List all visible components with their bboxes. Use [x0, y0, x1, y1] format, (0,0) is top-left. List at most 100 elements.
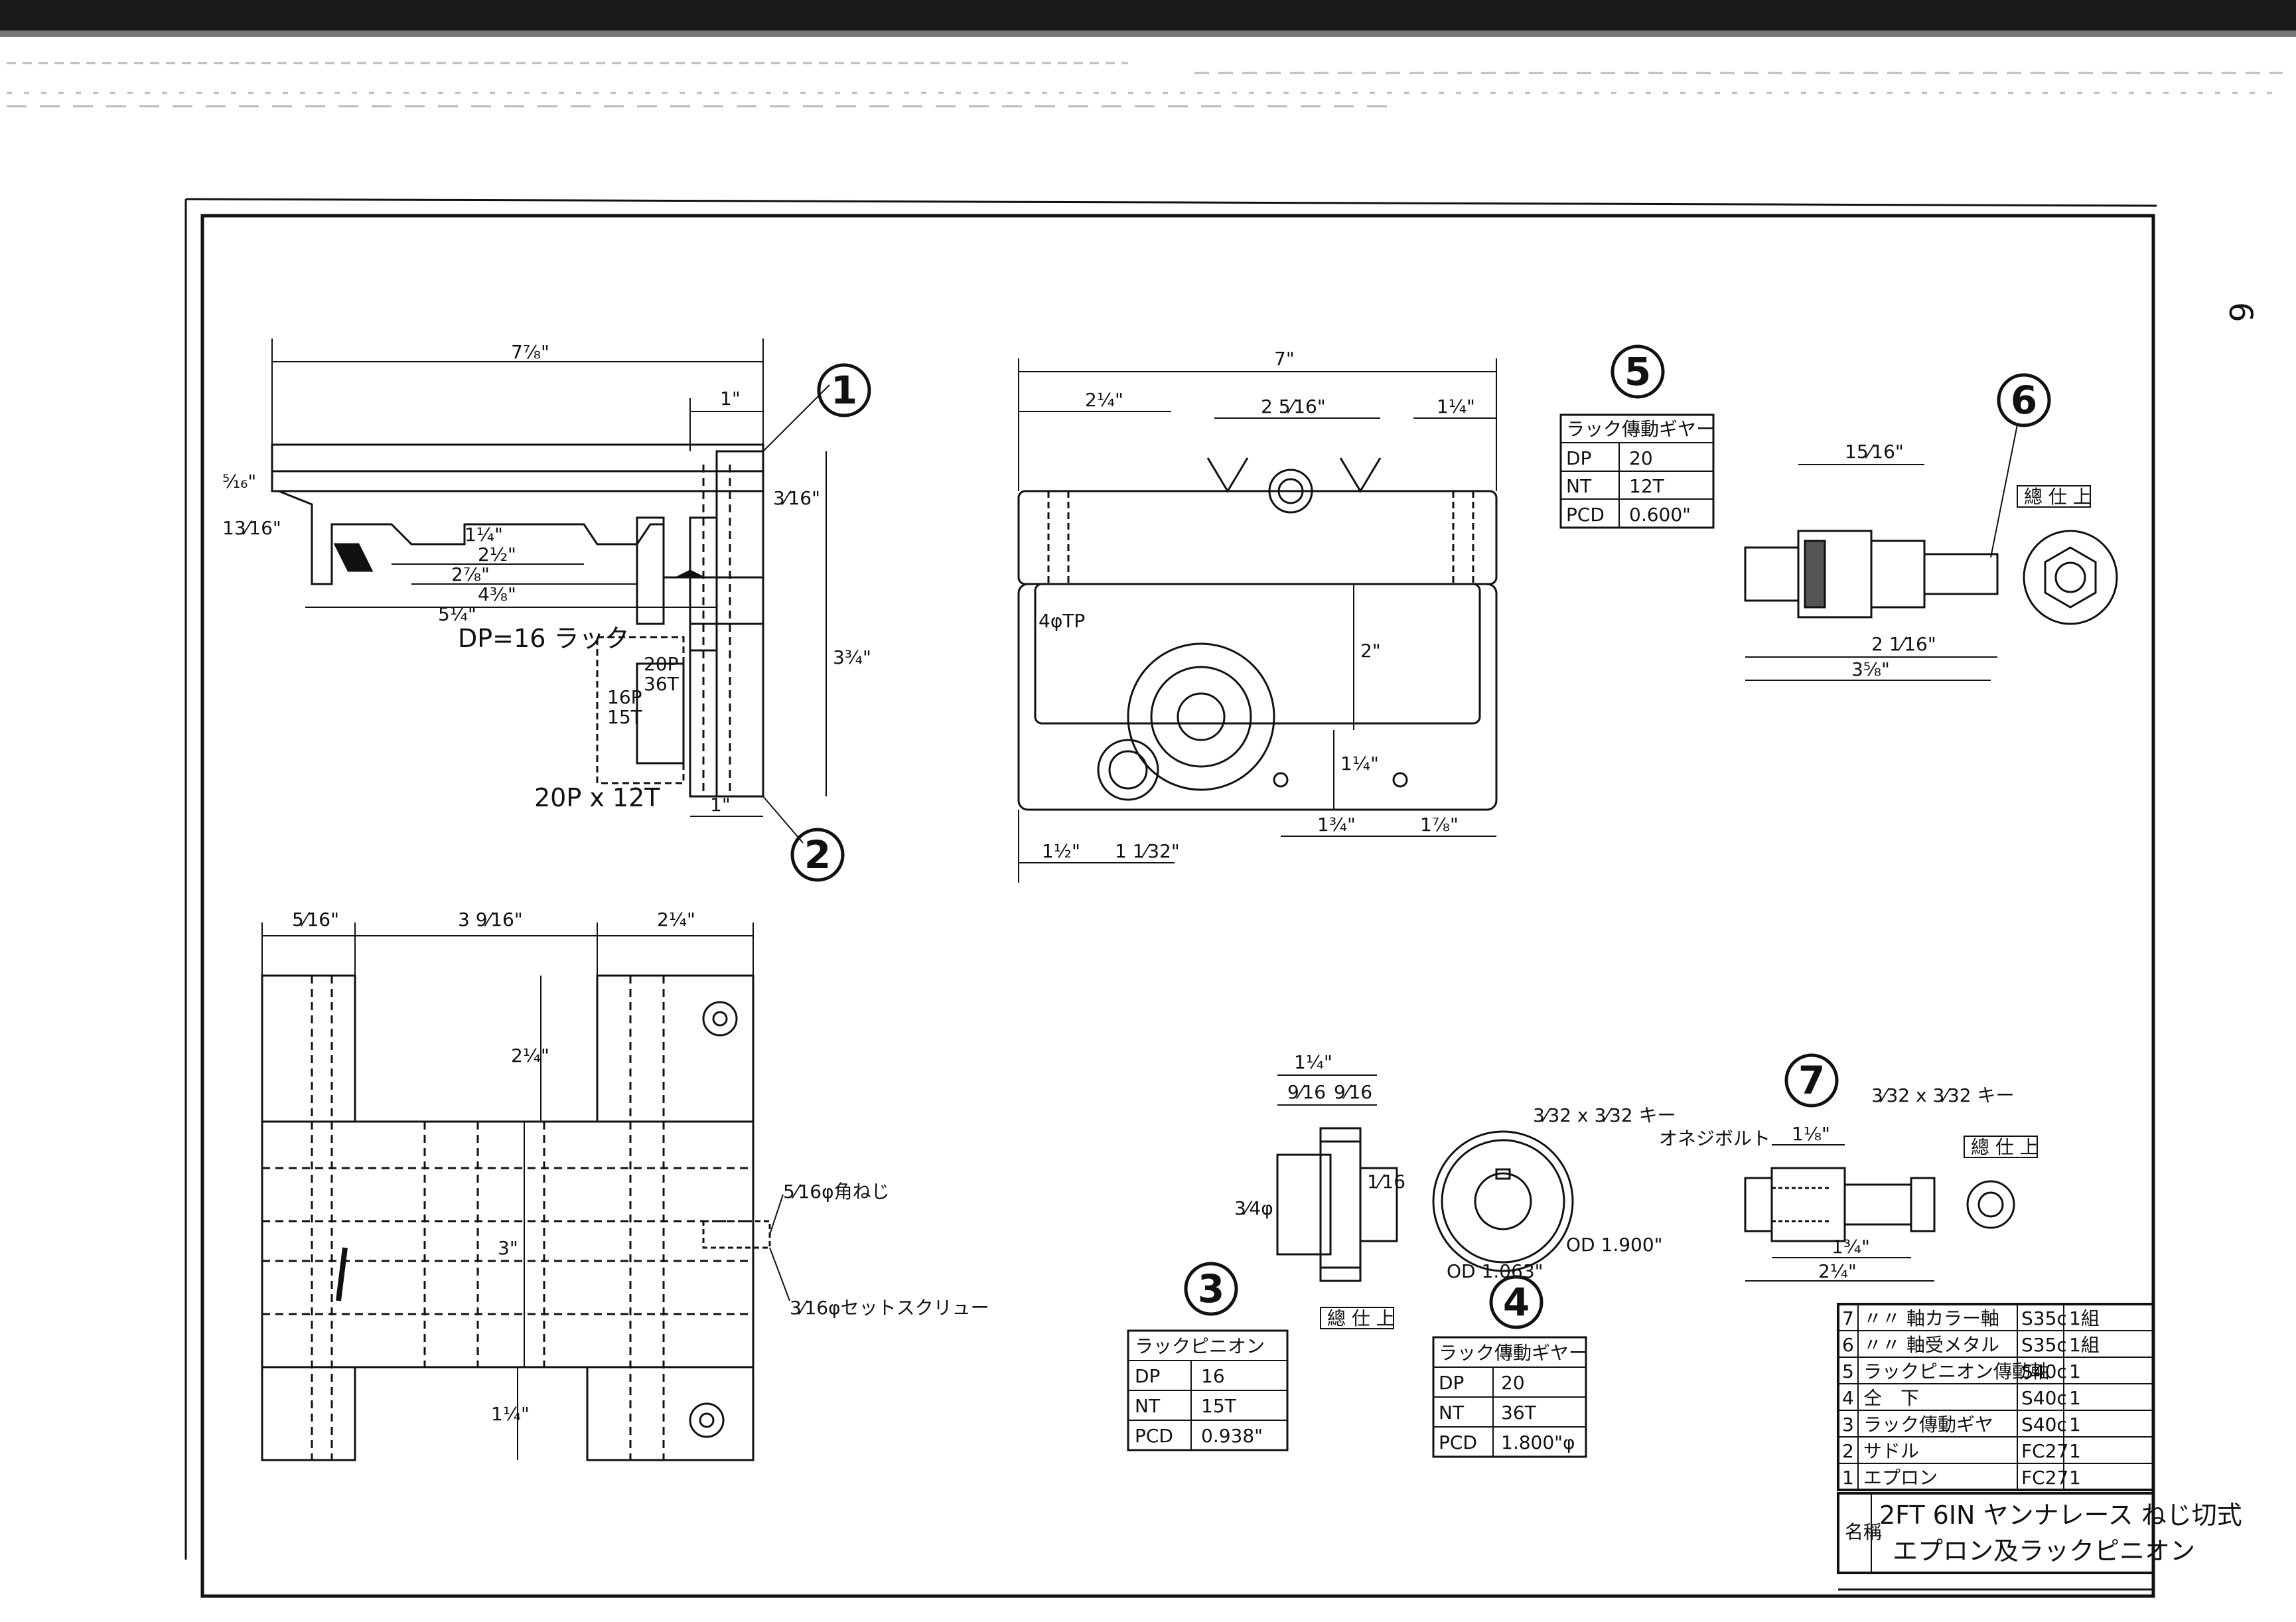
svg-text:1: 1 — [2069, 1440, 2081, 1462]
callout-2: 2 — [790, 828, 845, 882]
callout-6: 6 — [1990, 373, 2051, 558]
p1-16p: 16P — [607, 686, 642, 708]
part1-dimension-lines — [271, 338, 830, 844]
base-d: 2¼" — [511, 1045, 549, 1067]
page-number: 6 — [2222, 302, 2259, 323]
part3-pinion-view — [1276, 1127, 1398, 1282]
p7-key: 3⁄32 x 3⁄32 キー — [1871, 1084, 2015, 1106]
finish-mark-3: 總 仕 上 — [1320, 1307, 1395, 1329]
p2-x4: 1⅞" — [1420, 814, 1459, 836]
base-plan-view — [261, 974, 771, 1461]
p2-b: 2 5⁄16" — [1261, 396, 1326, 417]
svg-text:36T: 36T — [1501, 1402, 1537, 1424]
svg-text:PCD: PCD — [1566, 504, 1605, 526]
parts-list — [1837, 1303, 2155, 1491]
p2-x3: 1¾" — [1317, 814, 1356, 836]
parts-list-rows: 7 〃〃 軸カラー軸 S35c 1組 6 〃〃 軸受メタル S35c 1組 5 … — [1842, 1307, 2100, 1489]
p2-a: 2¼" — [1085, 389, 1123, 411]
p1-rack-label: DP=16 ラック — [458, 624, 629, 653]
p2-x2: 1 1⁄32" — [1115, 840, 1180, 862]
part2-dimension-lines — [1018, 358, 1497, 883]
p5-c: 3⅝" — [1851, 658, 1890, 680]
p4-key: 3⁄32 x 3⁄32 キー — [1533, 1104, 1676, 1126]
part2-saddle-view — [1017, 457, 1498, 811]
p3-dia: 3⁄4φ — [1234, 1197, 1273, 1219]
svg-text:1: 1 — [2069, 1361, 2081, 1382]
p1-15t: 15T — [607, 706, 643, 728]
svg-text:1: 1 — [831, 368, 857, 413]
gear-table-4: ラック傳動ギヤー DP 20 NT 36T PCD 1.800"φ — [1432, 1336, 1587, 1458]
svg-text:ラック傳動ギヤ: ラック傳動ギヤ — [1863, 1414, 1993, 1436]
svg-text:12T: 12T — [1629, 475, 1665, 497]
p1-f: 3⁄16" — [773, 487, 820, 509]
p1-h1: ⁵⁄₁₆" — [222, 471, 256, 492]
part5-dimension-lines — [1745, 464, 1997, 681]
p1-c: 2⅞" — [451, 563, 490, 585]
base-e: 3" — [498, 1237, 518, 1259]
p2-w: 1¼" — [1340, 753, 1379, 774]
base-dimension-lines — [261, 922, 790, 1460]
svg-text:S40c: S40c — [2021, 1387, 2067, 1409]
svg-text:DP: DP — [1439, 1372, 1464, 1394]
svg-text:6: 6 — [2011, 378, 2037, 423]
callout-7: 7 — [1784, 1053, 1839, 1108]
p7-b: 1¾" — [1831, 1236, 1870, 1258]
p3-ref: 1⁄16 — [1367, 1171, 1405, 1193]
svg-text:總 仕 上: 總 仕 上 — [1327, 1307, 1395, 1329]
svg-text:ラック傳動ギヤー: ラック傳動ギヤー — [1566, 418, 1715, 440]
base-a: 5⁄16" — [292, 909, 339, 930]
svg-text:FC27: FC27 — [2021, 1440, 2068, 1462]
base-f: 1¼" — [491, 1403, 530, 1425]
svg-text:NT: NT — [1135, 1395, 1161, 1417]
callout-5: 5 — [1611, 344, 1665, 399]
svg-text:サドル: サドル — [1863, 1440, 1919, 1462]
p1-d: 4⅜" — [478, 583, 516, 605]
svg-text:仝 下: 仝 下 — [1863, 1387, 1919, 1409]
svg-text:5: 5 — [1624, 349, 1651, 394]
svg-text:ラックピニオン傳動軸: ラックピニオン傳動軸 — [1863, 1361, 2049, 1382]
title-label: 名稱 — [1845, 1521, 1882, 1543]
p2-tp: 4φTP — [1039, 610, 1085, 632]
svg-text:エプロン: エプロン — [1863, 1467, 1938, 1489]
scan-noise — [7, 62, 2283, 108]
scan-band — [0, 0, 2296, 31]
p3-a: 1¼" — [1294, 1051, 1332, 1073]
title-line-1: 2FT 6IN ヤンナレース ねじ切式 — [1879, 1501, 2242, 1530]
callout-4: 4 — [1489, 1275, 1543, 1329]
part1-apron-view — [271, 443, 764, 798]
p1-overall: 7⅞" — [511, 341, 549, 363]
part4-gear-view — [1432, 1130, 1574, 1272]
part7-dimension-lines — [1745, 1144, 1934, 1282]
svg-text:DP: DP — [1135, 1365, 1160, 1387]
drawing-frame — [184, 198, 2157, 1598]
svg-text:S40c: S40c — [2021, 1361, 2067, 1382]
svg-text:7: 7 — [1842, 1307, 1854, 1329]
svg-text:ラックピニオン: ラックピニオン — [1135, 1335, 1265, 1357]
p1-h2: 13⁄16" — [222, 517, 281, 539]
p1-36t: 36T — [644, 673, 680, 695]
gear-table-5: ラック傳動ギヤー DP 20 NT 12T PCD 0.600" — [1559, 413, 1715, 529]
title-line-2: エプロン及ラックピニオン — [1893, 1536, 2195, 1566]
svg-text:S40c: S40c — [2021, 1414, 2067, 1436]
svg-text:4: 4 — [1503, 1280, 1530, 1325]
svg-text:ラック傳動ギヤー: ラック傳動ギヤー — [1439, 1342, 1587, 1364]
base-note2: 3⁄16φセットスクリュー — [790, 1297, 989, 1319]
part7-shaft-view — [1744, 1167, 2015, 1242]
svg-text:16: 16 — [1201, 1365, 1225, 1387]
p7-c: 2¼" — [1818, 1260, 1857, 1282]
svg-text:1: 1 — [2069, 1467, 2081, 1489]
callout-3: 3 — [1184, 1262, 1238, 1316]
svg-text:1.800"φ: 1.800"φ — [1501, 1432, 1575, 1453]
p1-right: 1" — [720, 388, 741, 409]
part3-dimension-lines — [1277, 1074, 1377, 1106]
svg-text:〃〃 軸カラー軸: 〃〃 軸カラー軸 — [1863, 1307, 1999, 1329]
svg-text:1: 1 — [2069, 1387, 2081, 1409]
gear-table-3: ラックピニオン DP 16 NT 15T PCD 0.938" — [1127, 1329, 1289, 1451]
finish-mark-6: 總 仕 上 — [2017, 485, 2092, 508]
p3-c: 9⁄16 — [1334, 1081, 1372, 1103]
svg-text:2: 2 — [804, 832, 831, 877]
svg-text:總 仕 上: 總 仕 上 — [2024, 486, 2092, 508]
svg-text:7: 7 — [1798, 1058, 1825, 1103]
p2-v: 2" — [1360, 640, 1381, 662]
p7-bolt: オネジボルト — [1659, 1128, 1770, 1149]
